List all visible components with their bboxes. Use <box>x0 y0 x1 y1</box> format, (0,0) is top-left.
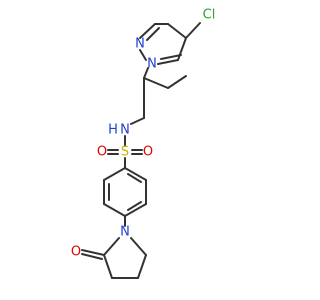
bond <box>167 75 187 89</box>
bond <box>130 237 147 256</box>
bond <box>185 22 201 39</box>
atom-o-right: O <box>143 145 153 160</box>
atom-n-pyrazole-2: N <box>135 37 145 52</box>
bond <box>146 27 160 41</box>
bond <box>127 173 142 183</box>
bond <box>103 203 126 217</box>
bond <box>143 77 169 89</box>
atom-n-sulfonamide: N <box>120 123 130 138</box>
atom-o-lactam: O <box>71 245 81 260</box>
atom-n-lactam: N <box>120 225 130 240</box>
bond <box>139 49 147 61</box>
bond <box>143 67 149 79</box>
bond <box>103 254 113 279</box>
bond <box>127 201 142 211</box>
bond-lines <box>81 22 201 279</box>
bond <box>157 59 179 65</box>
bond <box>167 23 187 39</box>
bond <box>81 253 103 260</box>
bond <box>124 167 147 181</box>
bond <box>177 37 187 61</box>
bond <box>103 237 120 256</box>
atom-n-pyrazole-1: N <box>147 57 157 72</box>
atom-s: S <box>121 145 129 160</box>
bond <box>130 117 145 125</box>
atom-cl: Cl <box>203 8 216 23</box>
atom-labels: Cl N N N H S O O N O <box>71 8 215 260</box>
bond <box>124 203 147 217</box>
bond <box>160 54 182 60</box>
atom-o-left: O <box>97 145 107 160</box>
molecule-structure: Cl N N N H S O O N O <box>71 8 215 279</box>
bond <box>81 249 105 256</box>
atom-h: H <box>108 123 118 138</box>
bond <box>103 167 126 181</box>
bond <box>137 254 147 279</box>
bond <box>139 23 156 39</box>
